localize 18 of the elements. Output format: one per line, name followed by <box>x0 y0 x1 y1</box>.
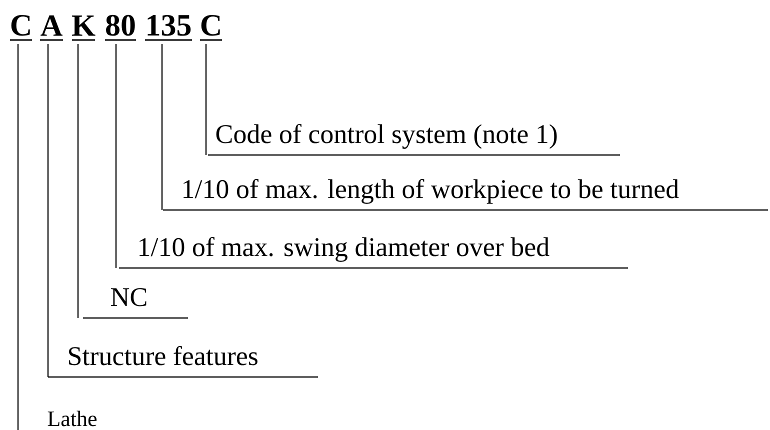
description-label: Lathe <box>48 410 97 426</box>
code-letter: K <box>72 15 96 41</box>
leader-line <box>205 44 207 155</box>
code-letter: 135 <box>145 14 192 41</box>
description-label: 1/10 of max. length of workpiece to be turned <box>163 178 768 211</box>
leader-line <box>161 44 163 210</box>
leader-line <box>47 44 49 377</box>
code-letter: C <box>10 14 32 41</box>
leader-line <box>77 44 79 318</box>
description-label: Code of control system (note 1) <box>208 124 620 156</box>
code-letter: A <box>40 15 63 41</box>
description-label: Structure features <box>48 346 318 378</box>
description-label: 1/10 of max. swing diameter over bed <box>119 236 628 269</box>
leader-line <box>115 44 117 268</box>
leader-line <box>17 44 19 430</box>
code-letter: C <box>200 14 222 41</box>
code-letter: 80 <box>105 14 136 41</box>
description-label: NC <box>83 288 188 319</box>
